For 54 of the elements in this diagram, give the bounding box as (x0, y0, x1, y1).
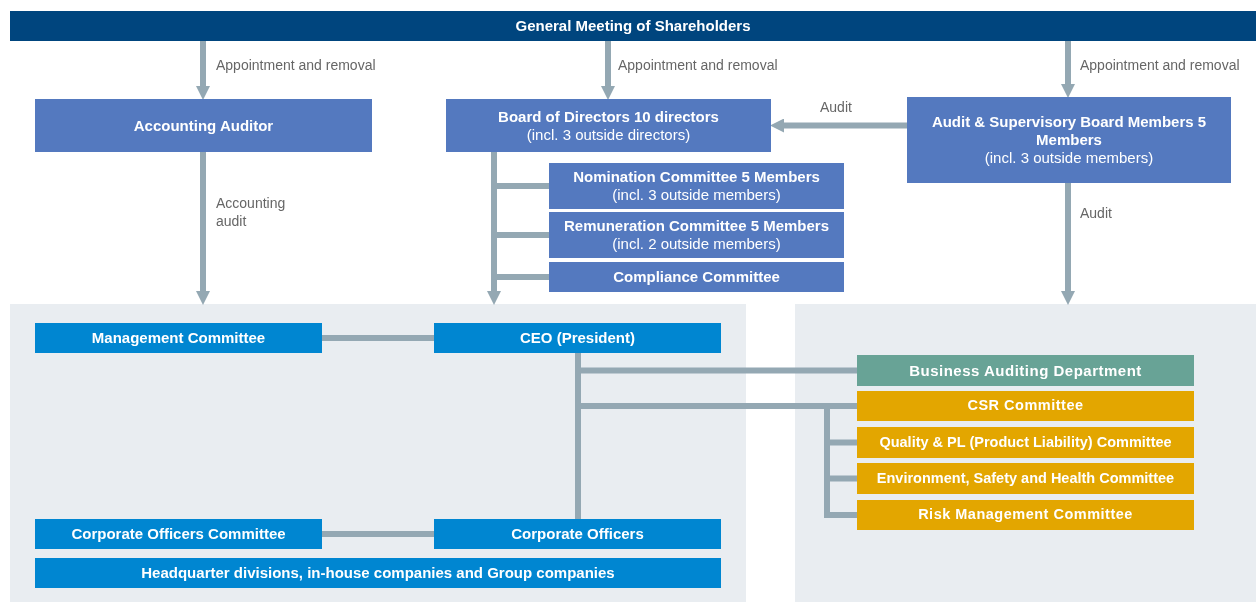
org-box (35, 519, 322, 549)
org-box (446, 99, 771, 152)
box-title: Quality & PL (Product Liability) Committee (879, 433, 1172, 452)
connector-line (322, 531, 434, 537)
edge-label: Appointment and removal (618, 56, 778, 75)
box-title: Corporate Officers (511, 525, 644, 543)
box-title: Nomination Committee 5 Members (573, 168, 820, 186)
committee-box (549, 212, 844, 258)
box-title: General Meeting of Shareholders (515, 17, 751, 35)
header-bar (10, 11, 1256, 41)
arrow (196, 41, 210, 100)
edge-label: Audit (1080, 204, 1112, 223)
org-box (35, 99, 372, 152)
panel-background (10, 304, 746, 602)
committee-box (857, 391, 1194, 421)
arrow (196, 152, 210, 305)
box-subtitle: (incl. 3 outside members) (984, 149, 1154, 167)
org-box (35, 323, 322, 353)
committee-box (857, 427, 1194, 458)
arrow (770, 118, 907, 133)
committee-box (549, 163, 844, 209)
box-title: Accounting Auditor (133, 116, 274, 135)
arrow (601, 41, 615, 100)
box-title: Board of Directors 10 directors (498, 107, 719, 126)
box-title: CSR Committee (967, 397, 1084, 415)
org-box (434, 323, 721, 353)
box-title: Business Auditing Department (909, 361, 1142, 380)
box-title: Audit & Supervisory Board Members 5 Members (930, 113, 1208, 149)
panel-background (795, 304, 1256, 602)
box-subtitle: (incl. 2 outside members) (612, 235, 781, 253)
committee-box (549, 262, 844, 292)
org-box (907, 97, 1231, 183)
box-title: Risk Management Committee (918, 506, 1133, 524)
box-title: Headquarter divisions, in-house companies and Group companies (141, 564, 615, 582)
committee-box (857, 463, 1194, 494)
box-title: Corporate Officers Committee (71, 525, 286, 543)
box-title: Compliance Committee (613, 268, 780, 286)
box-title: Management Committee (91, 329, 266, 347)
box-subtitle: (incl. 3 outside directors) (526, 125, 691, 144)
arrow (1061, 41, 1075, 98)
edge-label: Audit (820, 98, 852, 117)
box-title: Environment, Safety and Health Committee (876, 469, 1175, 488)
department-box (857, 355, 1194, 386)
edge-label: Accounting audit (216, 194, 287, 231)
edge-label: Appointment and removal (216, 56, 376, 75)
box-title: CEO (President) (520, 329, 635, 347)
edge-label: Appointment and removal (1080, 56, 1240, 75)
box-title: Remuneration Committee 5 Members (563, 217, 830, 235)
org-box (434, 519, 721, 549)
committee-box (857, 500, 1194, 530)
arrow (1061, 183, 1075, 305)
box-subtitle: (incl. 3 outside members) (612, 186, 781, 204)
connector-line (322, 335, 434, 341)
org-box (35, 558, 721, 588)
